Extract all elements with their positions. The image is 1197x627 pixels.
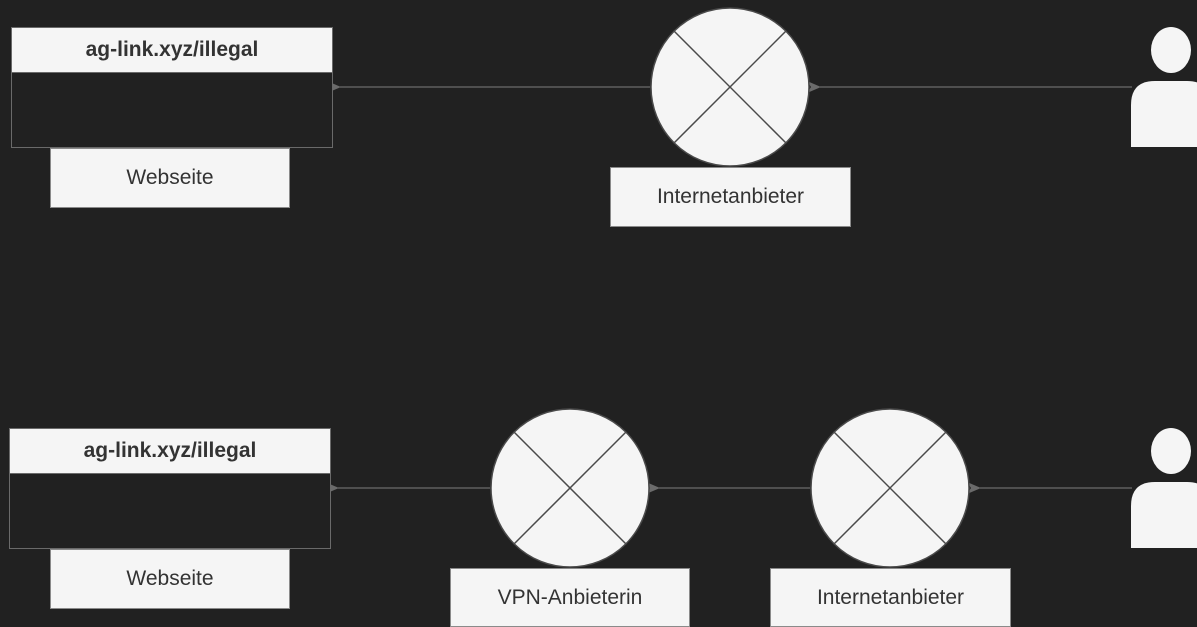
website-url-bottom: ag-link.xyz/illegal [10,429,330,474]
website-url-top: ag-link.xyz/illegal [12,28,332,73]
isp-label-bottom: Internetanbieter [770,568,1011,627]
person-icon [1131,428,1197,548]
website-label-bottom: Webseite [50,549,290,609]
router-x-icon [490,408,650,568]
router-x-icon [810,408,970,568]
router-x-icon [650,7,810,167]
website-node-bottom: ag-link.xyz/illegal [9,428,331,549]
website-label-top: Webseite [50,148,290,208]
isp-label-top: Internetanbieter [610,167,851,227]
website-node-top: ag-link.xyz/illegal [11,27,333,148]
vpn-label-bottom: VPN-Anbieterin [450,568,690,627]
person-icon [1131,27,1197,147]
